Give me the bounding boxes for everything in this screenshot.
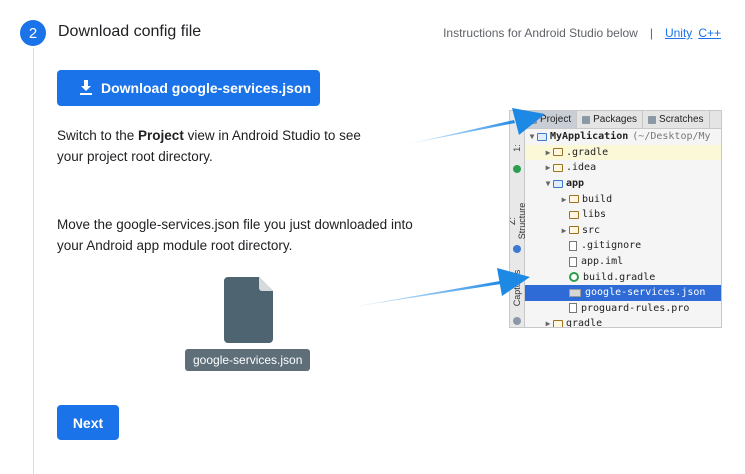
instruction1-bold: Project xyxy=(138,128,184,143)
expanded-arrow-icon[interactable]: ▼ xyxy=(529,132,535,142)
file-icon xyxy=(569,303,577,314)
tab-scratches-label: Scratches xyxy=(659,114,704,125)
folder-icon xyxy=(553,163,563,172)
instruction1-after: view in Android Studio to see your proje… xyxy=(57,128,361,164)
structure-icon xyxy=(513,245,521,253)
tree-row-label: gradle xyxy=(566,318,603,328)
tree-row[interactable]: build.gradle xyxy=(525,269,721,285)
tree-row[interactable]: ▶ .gradle xyxy=(525,144,721,161)
unity-link[interactable]: Unity xyxy=(664,26,693,40)
android-studio-project-panel: 1: Z: Structure Captures Project Package… xyxy=(509,110,722,328)
project-file-tree: ▼ MyApplication(~/Desktop/My ▶ .gradle ▶ .ide… xyxy=(525,129,721,328)
json-icon xyxy=(569,288,581,297)
collapsed-arrow-icon[interactable]: ▶ xyxy=(545,319,551,328)
tree-row[interactable]: proguard-rules.pro xyxy=(525,301,721,317)
tree-row[interactable]: ▶ src xyxy=(525,223,721,239)
ide-side-toolbar: 1: Z: Structure Captures xyxy=(510,111,527,327)
collapsed-arrow-icon[interactable]: ▶ xyxy=(545,147,551,157)
tree-row-path: (~/Desktop/My xyxy=(632,131,711,143)
tree-row-label: .gitignore xyxy=(581,240,642,252)
project-tab-icon xyxy=(529,115,537,124)
step-title: Download config file xyxy=(58,23,202,40)
header-separator: | xyxy=(649,26,653,40)
tree-row-label: app.iml xyxy=(581,256,624,268)
folder-icon xyxy=(553,148,563,157)
download-button-label: Download google-services.json xyxy=(101,80,312,96)
json-file-icon xyxy=(224,277,273,343)
collapsed-arrow-icon[interactable]: ▶ xyxy=(561,225,567,235)
instruction-project-view: Switch to the Project view in Android St… xyxy=(57,125,387,167)
tree-row-label: build.gradle xyxy=(583,271,656,283)
tab-packages-label: Packages xyxy=(593,114,638,125)
file-icon xyxy=(569,256,577,267)
collapsed-arrow-icon[interactable]: ▶ xyxy=(545,163,551,173)
tree-row-label: src xyxy=(582,224,601,236)
android-icon xyxy=(513,165,521,173)
folder-icon xyxy=(569,195,579,204)
tree-row[interactable]: .gitignore xyxy=(525,238,721,254)
tree-row-label: build xyxy=(582,193,613,205)
instruction1-before: Switch to the xyxy=(57,128,139,143)
packages-tab-icon xyxy=(582,115,591,124)
tree-row[interactable]: ▶ gradle xyxy=(525,316,721,328)
ide-tab-bar: Project Packages Scratches xyxy=(524,111,721,129)
tree-row-label: proguard-rules.pro xyxy=(581,302,690,314)
tree-row-label: .gradle xyxy=(566,146,609,158)
tree-row-label: .idea xyxy=(566,162,597,174)
tree-row[interactable]: libs xyxy=(525,207,721,223)
tree-row-label: google-services.json xyxy=(585,287,706,299)
collapsed-arrow-icon[interactable]: ▶ xyxy=(561,194,567,204)
tree-row[interactable]: ▶ .idea xyxy=(525,160,721,176)
module-folder-icon xyxy=(553,179,563,188)
folder-icon xyxy=(569,210,579,219)
tree-row[interactable]: google-services.json xyxy=(525,284,721,301)
step-connector-line xyxy=(33,48,34,474)
tab-packages[interactable]: Packages xyxy=(577,111,644,128)
scratches-tab-icon xyxy=(648,115,657,124)
file-name-label: google-services.json xyxy=(185,349,311,371)
tab-project-label: Project xyxy=(540,114,572,125)
folder-icon xyxy=(569,226,579,235)
folder-icon xyxy=(553,319,563,327)
tree-row[interactable]: ▶ build xyxy=(525,191,721,207)
file-icon xyxy=(569,240,577,251)
tree-row-label: MyApplication xyxy=(550,131,629,143)
cpp-link[interactable]: C++ xyxy=(698,26,721,40)
next-button[interactable]: Next xyxy=(57,405,119,440)
tree-row-label: app xyxy=(566,178,585,190)
arrow-to-google-services xyxy=(352,268,530,307)
instructions-text: Instructions for Android Studio below xyxy=(443,26,638,40)
download-icon xyxy=(80,80,92,95)
tree-row[interactable]: ▼ MyApplication(~/Desktop/My xyxy=(525,129,721,145)
side-tab-captures[interactable]: Captures xyxy=(512,269,522,307)
download-config-button[interactable]: Download google-services.json xyxy=(57,70,320,106)
header-links: Instructions for Android Studio below | … xyxy=(443,26,721,40)
tab-scratches[interactable]: Scratches xyxy=(643,111,710,128)
gradle-icon xyxy=(569,272,579,283)
expanded-arrow-icon[interactable]: ▼ xyxy=(545,179,551,189)
tree-row-label: libs xyxy=(582,209,607,221)
tree-row[interactable]: ▼ app xyxy=(525,176,721,192)
captures-icon xyxy=(513,317,521,325)
step-number-badge: 2 xyxy=(20,20,46,46)
tree-row[interactable]: app.iml xyxy=(525,254,721,270)
module-folder-icon xyxy=(537,132,547,141)
tab-project[interactable]: Project xyxy=(524,111,578,128)
instruction-move-file: Move the google-services.json file you j… xyxy=(57,217,413,253)
